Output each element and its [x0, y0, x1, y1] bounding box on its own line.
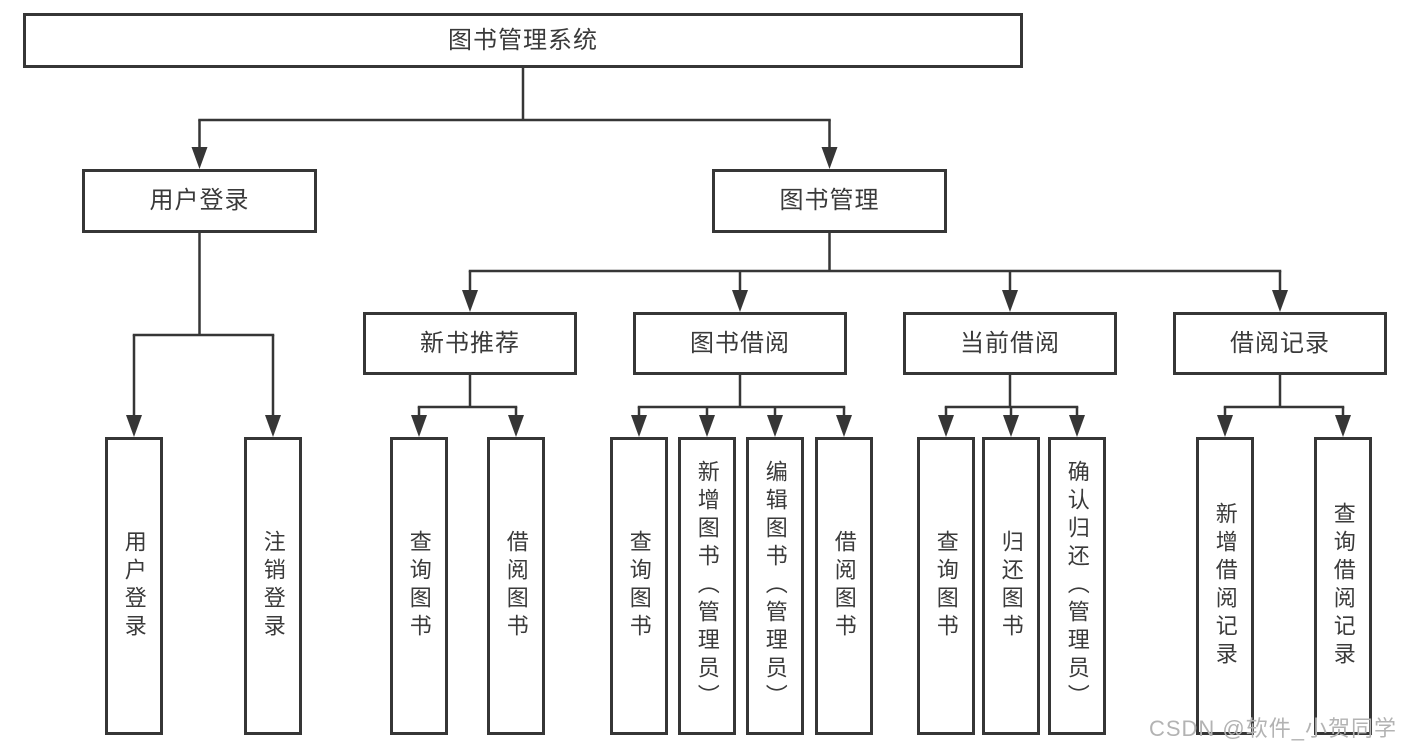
node-search-books-borrowing: 查询图书 [610, 437, 668, 735]
node-search-books-current: 查询图书 [917, 437, 975, 735]
csdn-watermark: CSDN @软件_小贺同学 [1148, 716, 1397, 741]
node-logout: 注销登录 [244, 437, 302, 735]
node-return-books: 归还图书 [982, 437, 1040, 735]
node-book-borrowing: 图书借阅 [633, 312, 847, 375]
node-user-login-branch: 用户登录 [82, 169, 317, 233]
node-borrow-books: 借阅图书 [815, 437, 873, 735]
node-edit-books-admin: 编辑图书（管理员） [746, 437, 804, 735]
node-borrow-books-recommend: 借阅图书 [487, 437, 545, 735]
node-new-book-recommend: 新书推荐 [363, 312, 577, 375]
node-confirm-return-admin: 确认归还（管理员） [1048, 437, 1106, 735]
node-add-books-admin: 新增图书（管理员） [678, 437, 736, 735]
node-user-login: 用户登录 [105, 437, 163, 735]
node-current-borrowing: 当前借阅 [903, 312, 1117, 375]
node-root: 图书管理系统 [23, 13, 1023, 68]
node-search-books-recommend: 查询图书 [390, 437, 448, 735]
node-add-borrowing-record: 新增借阅记录 [1196, 437, 1254, 735]
node-book-management: 图书管理 [712, 169, 947, 233]
node-search-borrowing-record: 查询借阅记录 [1314, 437, 1372, 735]
node-borrowing-records: 借阅记录 [1173, 312, 1387, 375]
